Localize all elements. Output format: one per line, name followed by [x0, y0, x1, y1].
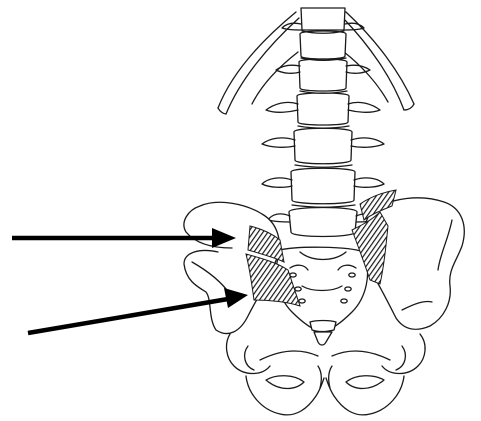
lumbar-pelvis-illustration — [0, 0, 481, 421]
anatomy-diagram — [0, 0, 481, 421]
